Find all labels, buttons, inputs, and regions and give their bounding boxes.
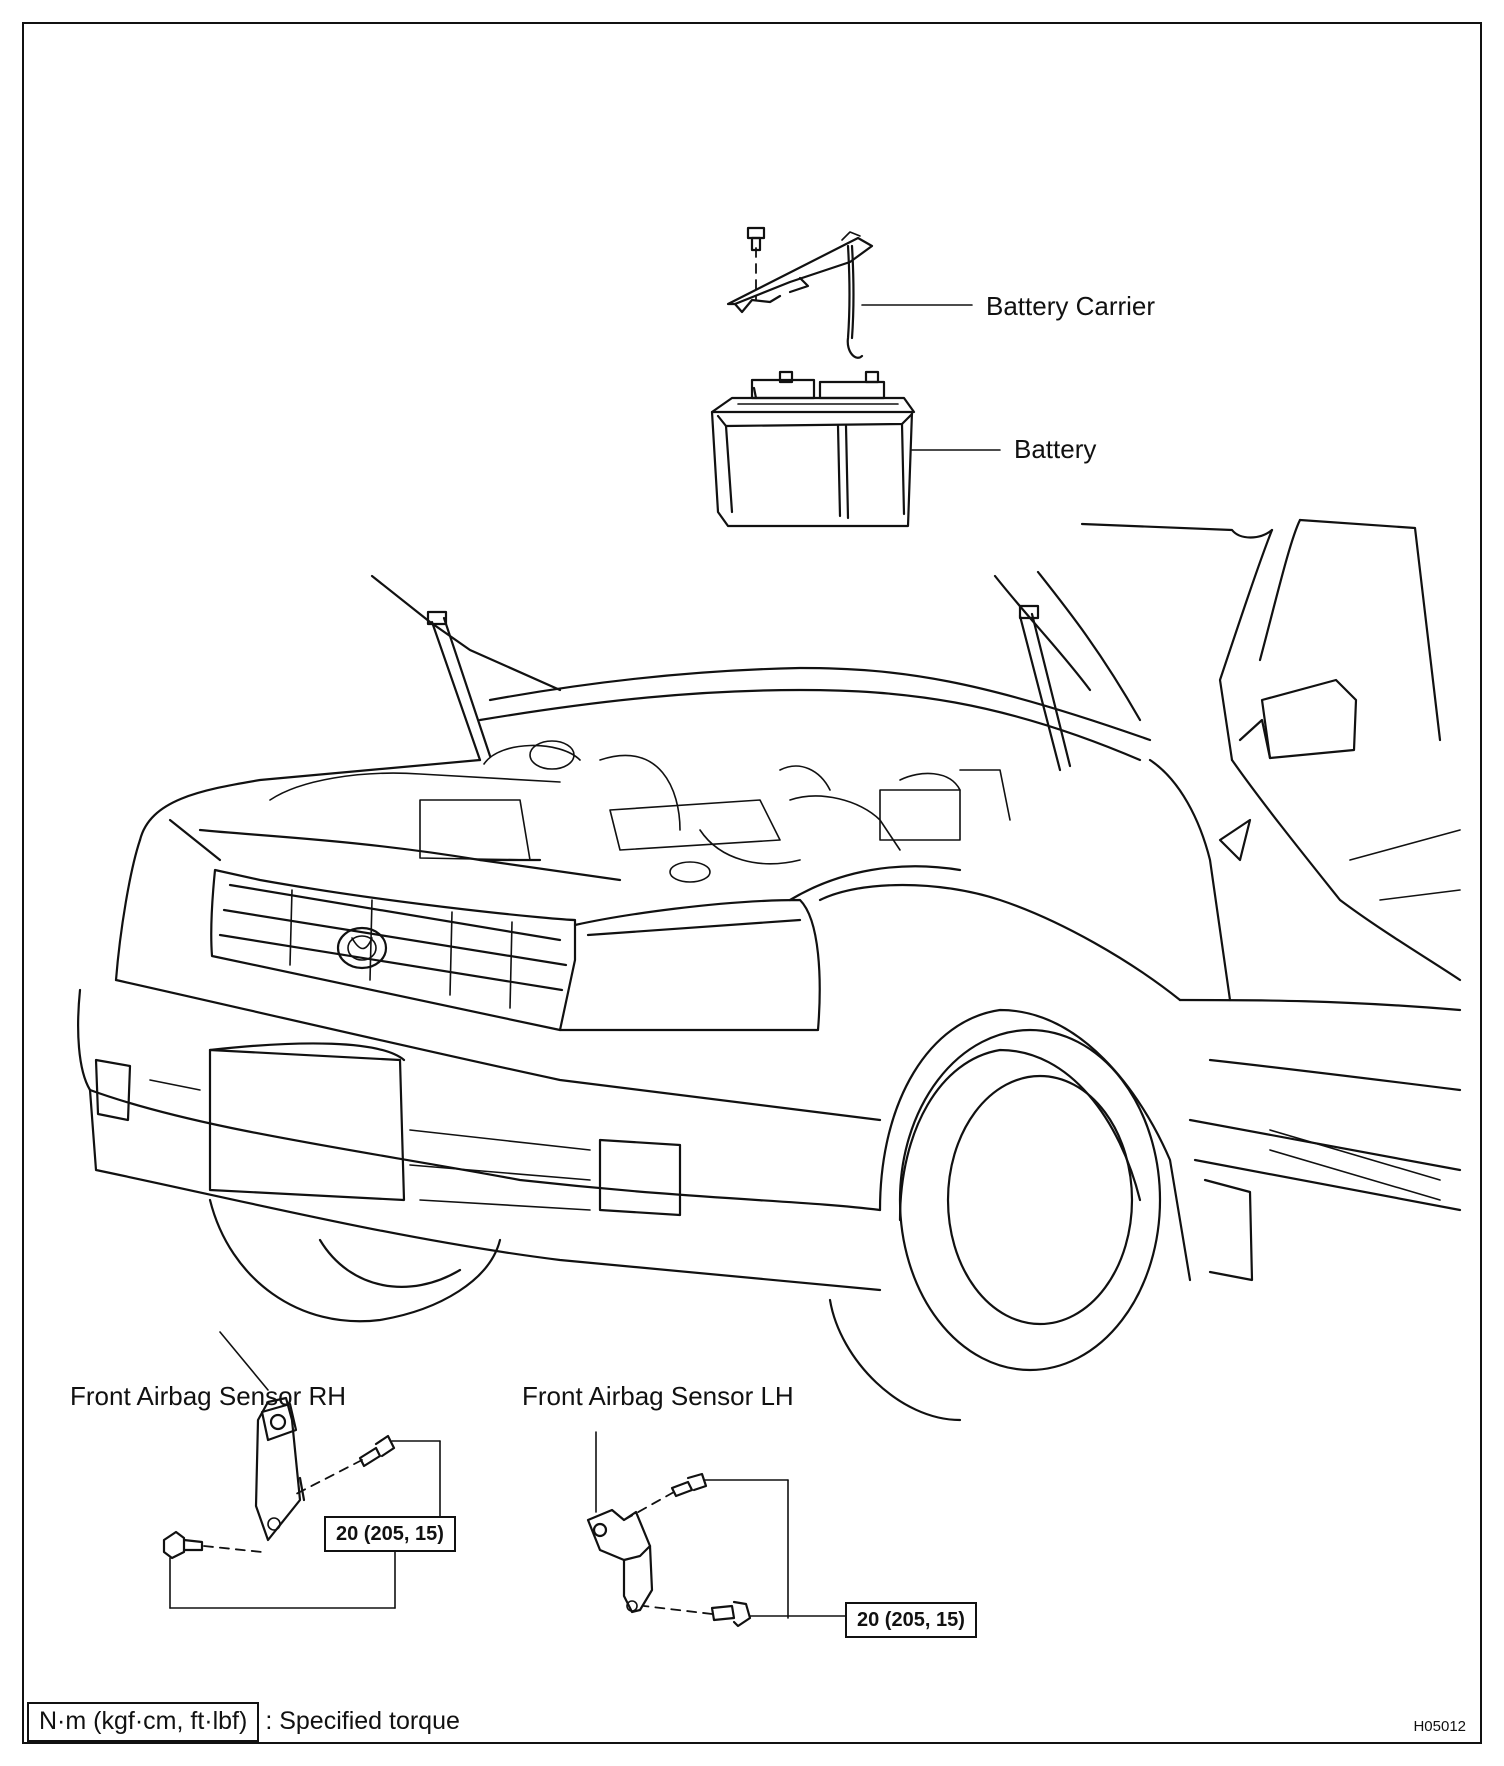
- legend-unit-box: N·m (kgf·cm, ft·lbf): [27, 1702, 260, 1742]
- diagram-frame: [22, 22, 1482, 1744]
- figure-id: H05012: [1413, 1718, 1466, 1735]
- battery-illustration: [710, 370, 1001, 528]
- torque-legend: N·m (kgf·cm, ft·lbf) : Specified torque: [27, 1702, 460, 1742]
- front-airbag-sensor-rh-illustration: [162, 1331, 441, 1609]
- torque-spec-rh: 20 (205, 15): [324, 1516, 456, 1552]
- label-front-airbag-sensor-rh: Front Airbag Sensor RH: [70, 1381, 347, 1411]
- label-front-airbag-sensor-lh: Front Airbag Sensor LH: [522, 1381, 794, 1411]
- torque-spec-lh: 20 (205, 15): [845, 1602, 977, 1638]
- label-battery: Battery: [1014, 434, 1097, 464]
- battery-carrier-illustration: [726, 226, 973, 359]
- front-airbag-sensor-lh-illustration: [586, 1431, 846, 1628]
- legend-description: : Specified torque: [265, 1707, 460, 1736]
- vehicle-illustration: [77, 518, 1462, 1422]
- label-battery-carrier: Battery Carrier: [986, 291, 1156, 321]
